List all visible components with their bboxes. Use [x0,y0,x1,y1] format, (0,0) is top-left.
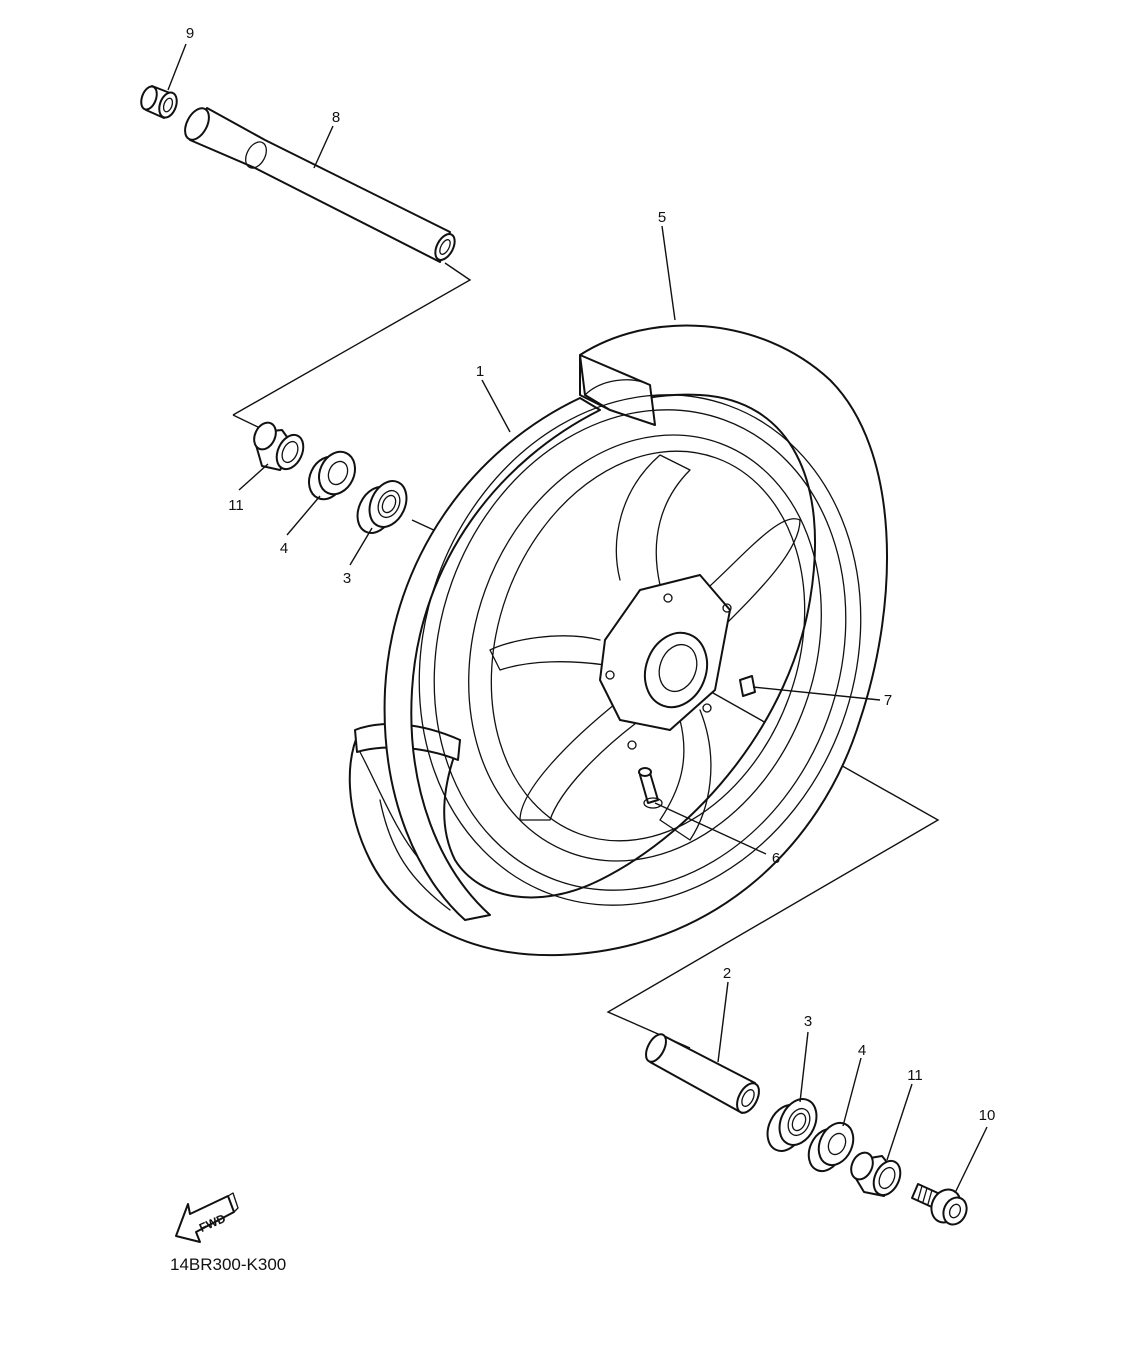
oil-seal-part-4-right [807,1121,855,1173]
wheel-assembly [348,324,888,957]
tire-part-5 [348,324,888,957]
oil-seal-part-4-left [308,450,356,501]
leader-lines [167,43,988,1194]
valve-part-6 [638,767,663,809]
callout-3-right: 3 [804,1013,812,1030]
spacer-part-11-right [850,1151,902,1197]
spacer-part-2 [645,1033,760,1114]
callout-7: 7 [884,692,892,709]
catalog-code: 14BR300-K300 [170,1255,287,1274]
hub [599,574,732,750]
callout-2: 2 [723,965,731,982]
axle-part-8 [184,107,456,263]
bearing-part-3-left [356,480,408,534]
forward-arrow-icon: FWD [175,1192,239,1243]
callout-6: 6 [772,850,780,867]
callout-4-left: 4 [280,540,288,557]
balance-weight-part-7 [739,675,756,697]
callout-10: 10 [979,1107,996,1124]
callout-11-right: 11 [907,1067,923,1084]
callout-11-left: 11 [228,497,244,514]
callout-8: 8 [332,109,340,126]
callout-5: 5 [658,209,666,226]
bearing-part-3-right [766,1098,818,1152]
callout-1: 1 [476,363,484,380]
callout-labels: 9 8 5 1 11 4 3 7 6 2 3 4 11 10 [186,25,996,1124]
callout-3-left: 3 [343,570,351,587]
bolt-part-10 [911,1183,968,1226]
callout-4-right: 4 [858,1042,866,1059]
rim-part-1 [383,397,601,921]
callout-9: 9 [186,25,194,42]
spacer-part-11-left [253,421,305,471]
collar-part-9 [140,85,178,119]
